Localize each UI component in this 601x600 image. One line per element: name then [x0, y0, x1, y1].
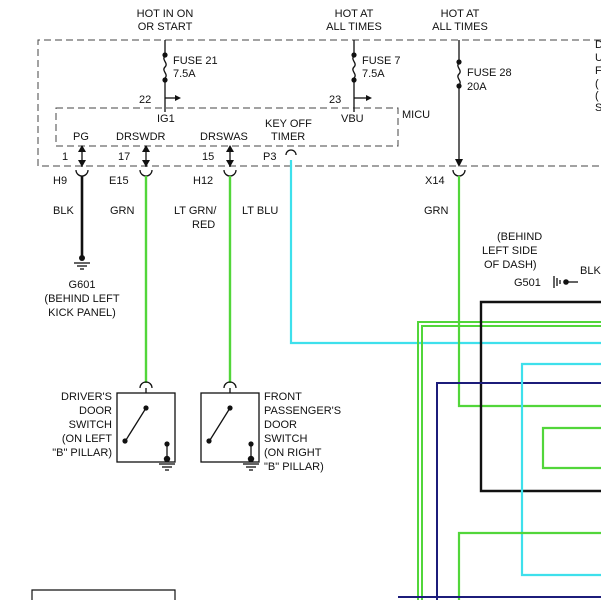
hot-in-on-label: HOT IN ON [137, 8, 194, 20]
fuse-box-edge-char: D [595, 39, 601, 51]
g601-loc-1: (BEHIND LEFT [44, 293, 119, 305]
wire-ltgrn-label: LT GRN/ [174, 205, 217, 217]
pin-p3: P3 [263, 151, 276, 163]
fuse-21-name: FUSE 21 [173, 55, 218, 67]
driver-switch-line: SWITCH [69, 419, 112, 431]
fuse-7-name: FUSE 7 [362, 55, 401, 67]
g501-wire: BLK [580, 265, 601, 277]
wire-ltblu-bus [520, 362, 601, 577]
ig1-pin: 22 [139, 94, 151, 106]
connectors [75, 169, 466, 177]
wire-ltblu-label: LT BLU [242, 205, 278, 217]
fuse-7-symbol [352, 55, 356, 79]
fuse-box-edge-char: U [595, 52, 601, 64]
driver-switch-line: DOOR [79, 405, 112, 417]
or-start-label: OR START [138, 21, 193, 33]
wire-red-label: RED [192, 219, 215, 231]
terminal-arrows [78, 145, 297, 167]
micu-label: MICU [402, 109, 430, 121]
hot-at-label-a: HOT AT [335, 8, 374, 20]
g501-label: (BEHIND LEFT SIDE OF DASH) G501 BLK [482, 231, 601, 289]
wire-blk-label: BLK [53, 205, 74, 217]
timer-label: TIMER [271, 131, 305, 143]
pin-15: 15 [202, 151, 214, 163]
driver-switch-label: DRIVER'S DOOR SWITCH (ON LEFT "B" PILLAR… [52, 391, 112, 459]
terminal-drswas-label: DRSWAS [200, 131, 248, 143]
legend-box-fragment [31, 589, 176, 600]
fuse-box-edge-char: ( [595, 78, 599, 90]
wire-navy-bus [436, 382, 601, 600]
g501-id: G501 [514, 277, 541, 289]
fuse-box-edge-char: S [595, 102, 601, 114]
fuse-28-name: FUSE 28 [467, 67, 512, 79]
all-times-label-b: ALL TIMES [432, 21, 488, 33]
passenger-switch-line: PASSENGER'S [264, 405, 341, 417]
fuse-box-edge-text: D U F ( ( S [595, 39, 601, 114]
wire-grn-label-2: GRN [424, 205, 449, 217]
fuse-box-edge-char: ( [595, 90, 599, 102]
g501-loc-1: (BEHIND [497, 231, 542, 243]
driver-door-switch [116, 381, 176, 471]
fuse-21-rating: 7.5A [173, 68, 196, 80]
micu-outline [55, 107, 399, 147]
terminal-pg-label: PG [73, 131, 89, 143]
wire-grn-bus-1 [417, 321, 601, 600]
passenger-switch-line: "B" PILLAR) [264, 461, 324, 473]
connector-x14: X14 [425, 175, 445, 187]
driver-switch-line: "B" PILLAR) [52, 447, 112, 459]
all-times-label-a: ALL TIMES [326, 21, 382, 33]
passenger-switch-label: FRONT PASSENGER'S DOOR SWITCH (ON RIGHT … [264, 391, 341, 473]
g501-loc-3: OF DASH) [484, 259, 537, 271]
fuse-box-outline [37, 39, 601, 167]
wire-grn-bus-2 [421, 325, 601, 600]
driver-switch-line: (ON LEFT [62, 433, 112, 445]
fuse-7-feed: FUSE 7 7.5A 23 VBU [329, 40, 401, 125]
pin-1: 1 [62, 151, 68, 163]
ig1-label: IG1 [157, 113, 175, 125]
fuse-7-rating: 7.5A [362, 68, 385, 80]
key-off-label: KEY OFF [265, 118, 312, 130]
g601-loc-2: KICK PANEL) [48, 307, 116, 319]
supply-labels: HOT IN ON OR START HOT AT ALL TIMES HOT … [137, 8, 488, 33]
hot-at-label-b: HOT AT [441, 8, 480, 20]
connector-h9: H9 [53, 175, 67, 187]
driver-switch-box [116, 392, 176, 463]
passenger-switch-line: DOOR [264, 419, 297, 431]
wires [80, 160, 601, 600]
fuse-28-symbol [457, 62, 461, 86]
wire-grn-x14 [457, 176, 601, 408]
passenger-switch-box [200, 392, 260, 463]
fuse-21-symbol [163, 55, 167, 79]
wire-grn-label: GRN [110, 205, 135, 217]
terminal-drswdr-label: DRSWDR [116, 131, 166, 143]
pin-17: 17 [118, 151, 130, 163]
passenger-switch-line: FRONT [264, 391, 302, 403]
vbu-pin: 23 [329, 94, 341, 106]
wire-grn-lower [457, 531, 601, 600]
fuse-box-edge-char: F [595, 65, 601, 77]
wire-ltblu [289, 160, 601, 345]
passenger-switch-line: (ON RIGHT [264, 447, 322, 459]
wire-blk-bus [479, 300, 601, 493]
g601-id: G601 [69, 279, 96, 291]
g601-label: G601 (BEHIND LEFT KICK PANEL) [44, 279, 119, 319]
driver-switch-line: DRIVER'S [61, 391, 112, 403]
passenger-switch-line: SWITCH [264, 433, 307, 445]
connector-e15: E15 [109, 175, 129, 187]
wire-grn-loop [541, 426, 601, 470]
fuse-21-feed: FUSE 21 7.5A 22 IG1 [139, 40, 218, 125]
fuse-28-feed: FUSE 28 20A [455, 40, 512, 167]
g601-ground [74, 255, 90, 270]
vbu-label: VBU [341, 113, 364, 125]
g501-loc-2: LEFT SIDE [482, 245, 537, 257]
passenger-door-switch [200, 381, 260, 471]
g501-ground-symbol [553, 276, 578, 288]
connector-h12: H12 [193, 175, 213, 187]
fuse-28-rating: 20A [467, 81, 487, 93]
